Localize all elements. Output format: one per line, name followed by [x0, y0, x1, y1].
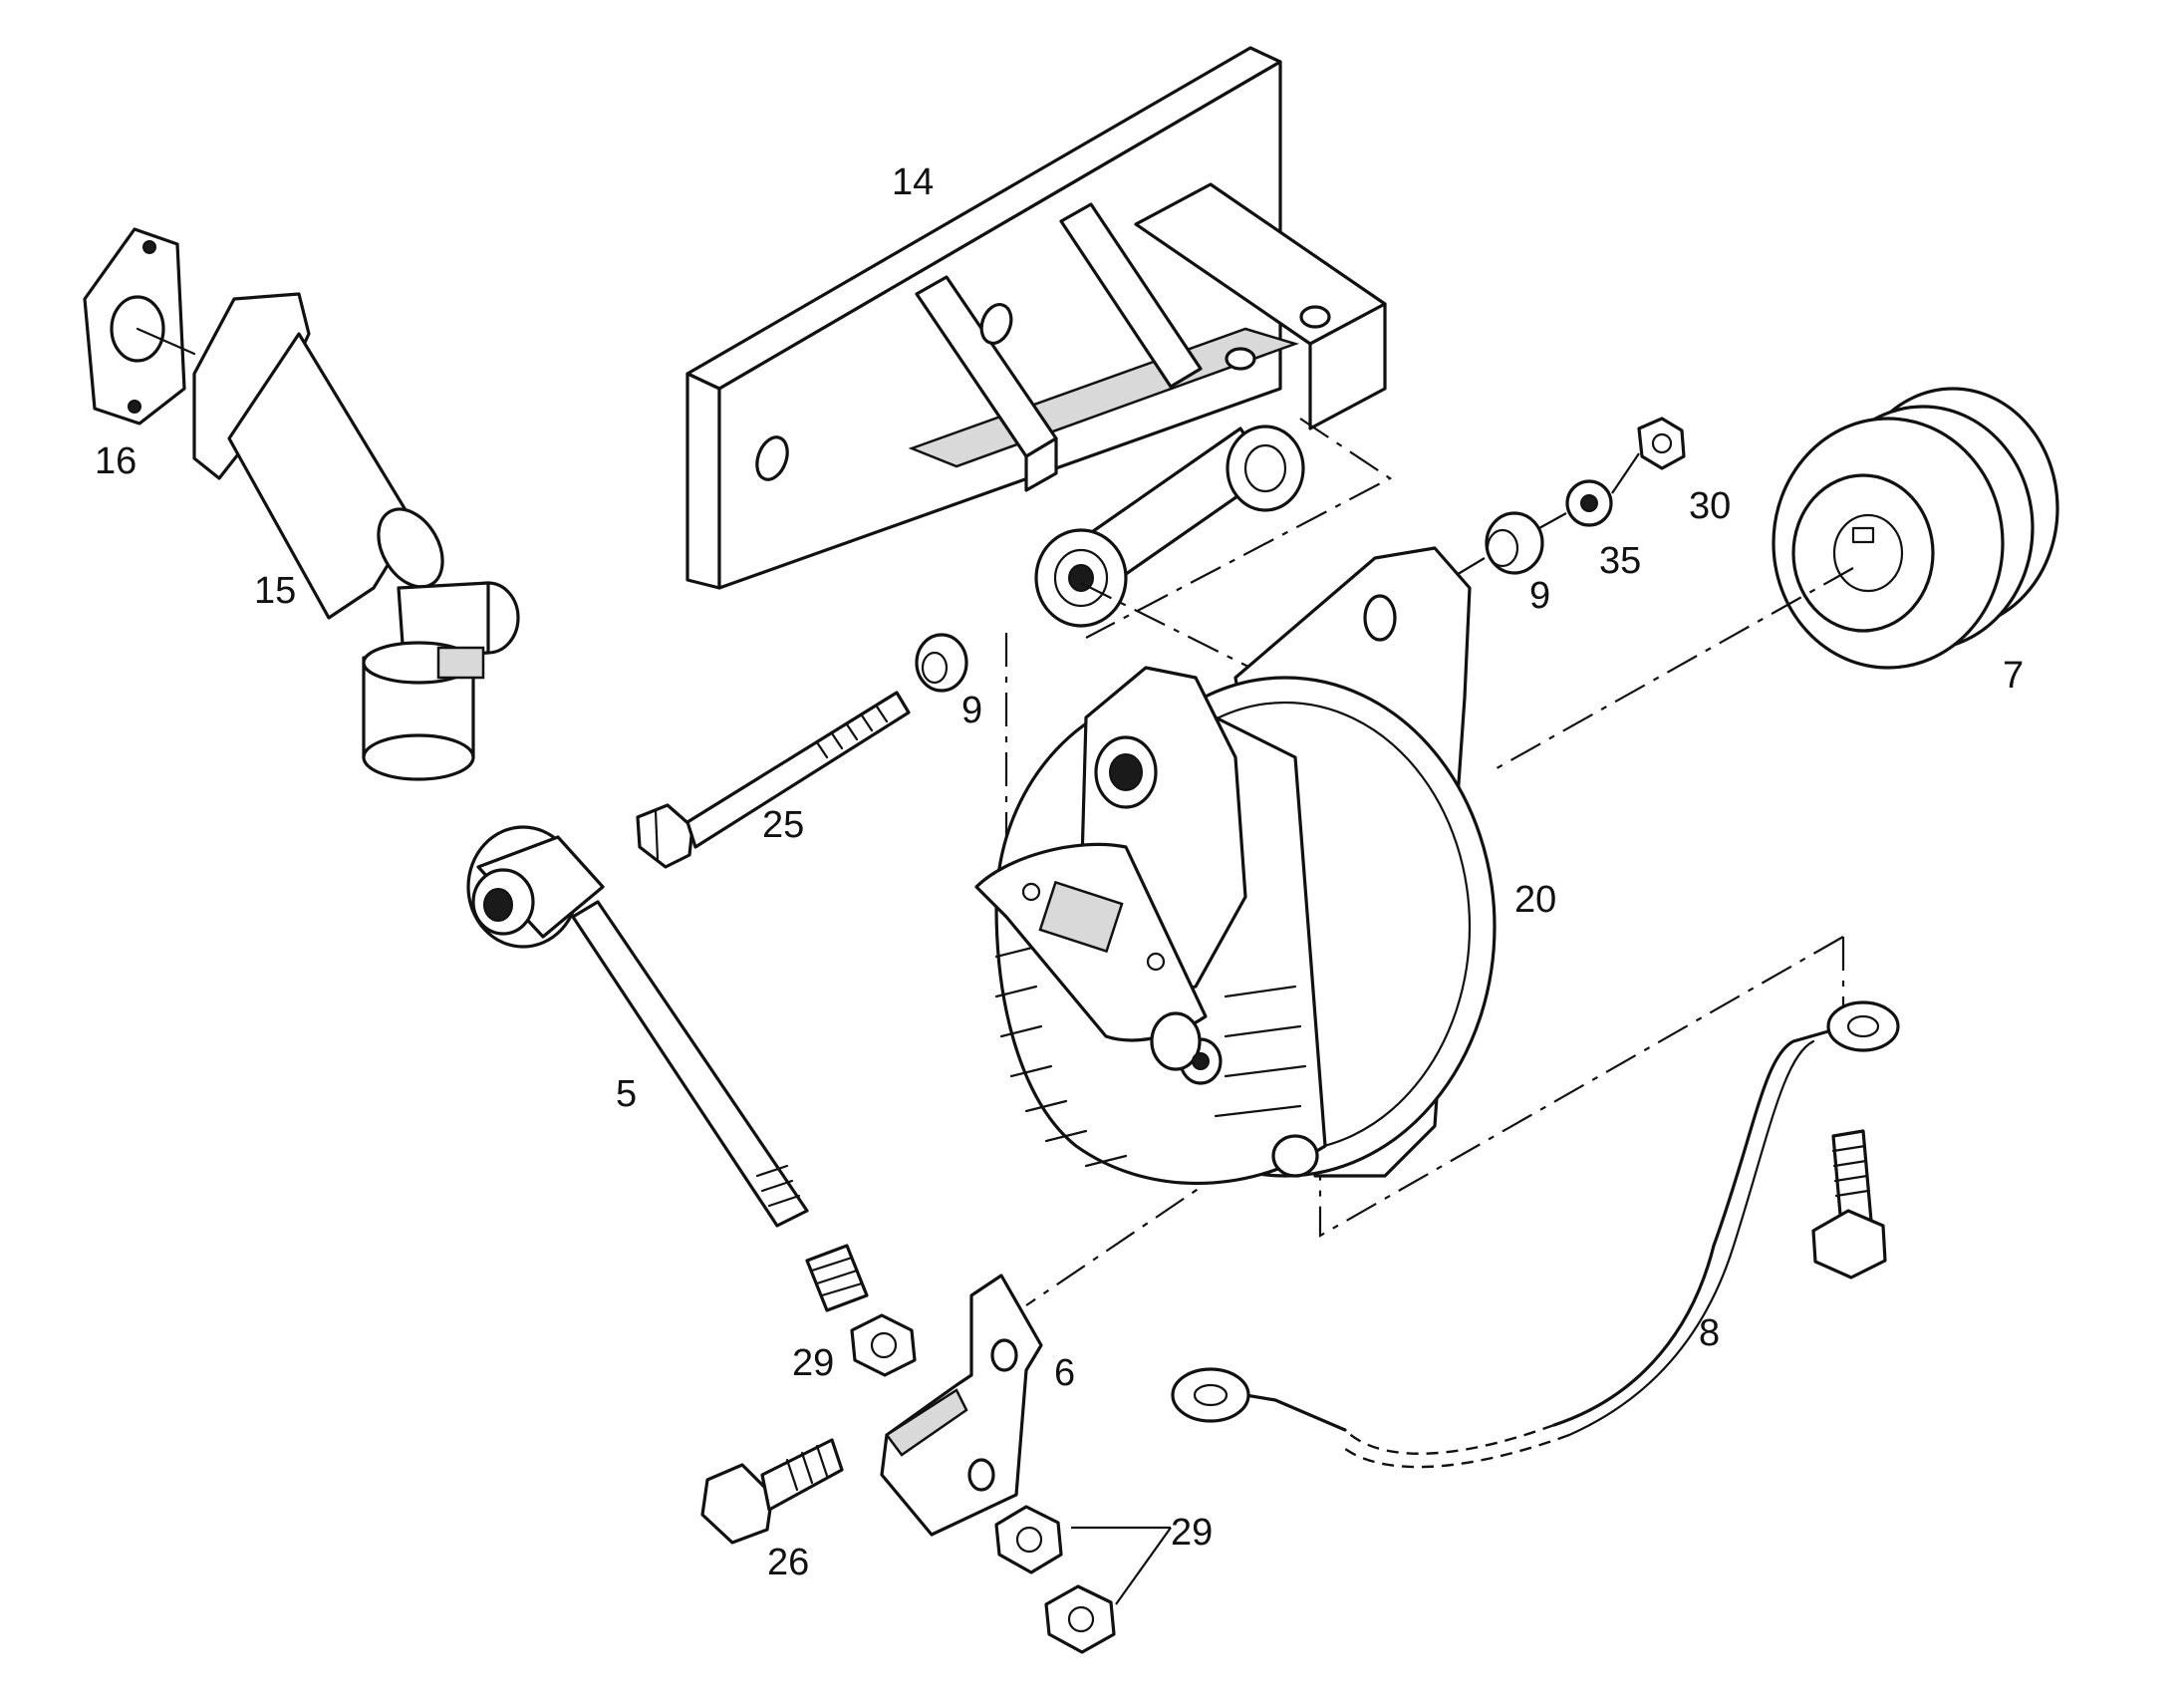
callout-5: 5 — [616, 1073, 637, 1115]
callout-7: 7 — [2003, 655, 2024, 697]
callout-8: 8 — [1699, 1312, 1720, 1354]
callout-26: 26 — [767, 1542, 809, 1583]
callout-14: 14 — [892, 161, 934, 203]
callout-6: 6 — [1054, 1352, 1075, 1394]
upper-hardware — [1434, 417, 1686, 589]
mounting-bracket — [685, 46, 1387, 628]
pulley — [1772, 387, 2059, 670]
callout-25: 25 — [762, 804, 804, 846]
alternator — [974, 546, 1497, 1185]
ground-strap — [1171, 1000, 1900, 1469]
callout-16: 16 — [95, 440, 136, 482]
gasket — [83, 227, 196, 426]
callout-29-upper: 29 — [792, 1342, 834, 1384]
adjusting-link — [466, 825, 809, 1228]
callout-35: 35 — [1599, 540, 1641, 582]
callout-20: 20 — [1514, 879, 1556, 921]
callout-9-upper: 9 — [1529, 575, 1550, 617]
callout-30: 30 — [1689, 485, 1731, 527]
pipe-elbow — [192, 292, 520, 781]
callout-29-lower: 29 — [1171, 1512, 1213, 1554]
adjusting-bracket-hardware — [700, 1244, 1172, 1654]
callout-15: 15 — [254, 570, 296, 612]
callout-labels: 14 16 15 30 35 9 7 9 25 20 5 8 29 6 26 2… — [95, 161, 2024, 1583]
callout-9-lower: 9 — [961, 690, 982, 731]
long-bolt — [636, 633, 968, 869]
